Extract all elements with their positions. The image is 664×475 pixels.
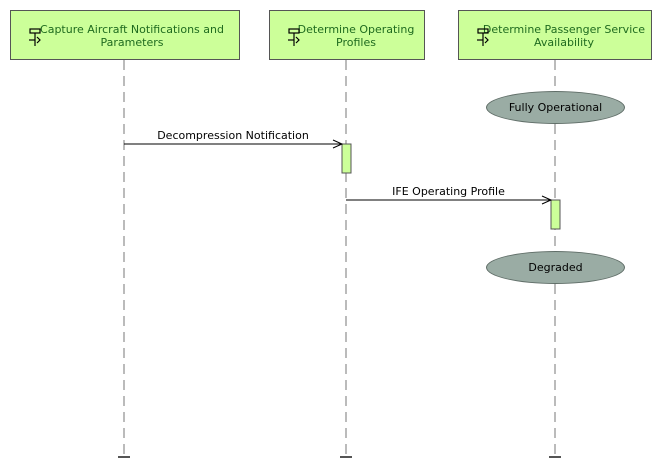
- function-icon: [477, 28, 489, 46]
- message-label-decompression: Decompression Notification: [157, 129, 309, 142]
- message-label-ife: IFE Operating Profile: [392, 185, 505, 198]
- lifeline-title: Determine Passenger Service Availability: [482, 23, 646, 49]
- lifeline-title: Capture Aircraft Notifications and Param…: [40, 23, 224, 49]
- state-label: Fully Operational: [508, 101, 603, 114]
- message-arrowhead-decompression: [332, 139, 344, 149]
- lifeline-determine-profiles[interactable]: Determine Operating Profiles: [269, 10, 425, 60]
- lifeline-title: Determine Operating Profiles: [297, 23, 415, 49]
- lifeline-capture[interactable]: Capture Aircraft Notifications and Param…: [10, 10, 240, 60]
- activation-bar-determine-service: [550, 199, 561, 230]
- state-degraded[interactable]: Degraded: [486, 251, 625, 284]
- lifeline-determine-service[interactable]: Determine Passenger Service Availability: [458, 10, 652, 60]
- activation-bar-determine-profiles: [341, 143, 352, 174]
- state-label: Degraded: [528, 261, 583, 274]
- function-icon: [29, 28, 41, 46]
- state-fully-operational[interactable]: Fully Operational: [486, 91, 625, 124]
- message-arrowhead-ife: [541, 195, 553, 205]
- function-icon: [288, 28, 300, 46]
